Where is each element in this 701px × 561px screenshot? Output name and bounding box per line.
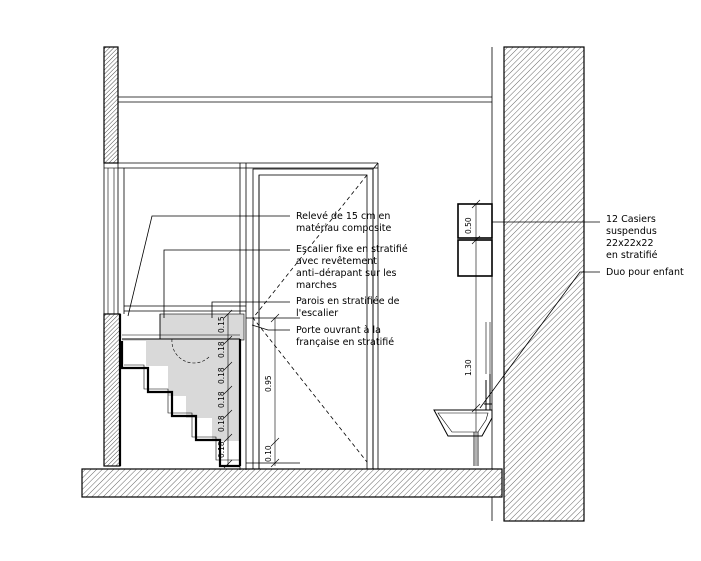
dim-casier: 0.50 (464, 217, 473, 234)
dim-releve: 0.15 (217, 316, 226, 333)
leader-lines (127, 215, 600, 409)
svg-text:Escalier fixe en stratifié: Escalier fixe en stratifié (296, 244, 408, 255)
annotation-parois: Parois en stratifiée de l'escalier (296, 296, 400, 319)
partition-frame (118, 162, 378, 470)
svg-text:matériau composite: matériau composite (296, 223, 391, 234)
svg-text:suspendus: suspendus (606, 226, 657, 237)
dim-door-base: 0.10 (264, 445, 273, 462)
svg-text:Parois en stratifiée de: Parois en stratifiée de (296, 296, 400, 307)
right-wall (491, 46, 585, 522)
annotation-escalier: Escalier fixe en stratifié avec revêteme… (296, 244, 408, 291)
svg-text:avec revêtement: avec revêtement (296, 256, 377, 267)
annotation-casiers: 12 Casiers suspendus 22x22x22 en stratif… (606, 214, 658, 261)
svg-text:française en stratifié: française en stratifié (296, 337, 394, 348)
annotation-releve: Relevé de 15 cm en matériau composite (296, 211, 391, 234)
svg-text:marches: marches (296, 280, 337, 291)
svg-text:anti–dérapant sur les: anti–dérapant sur les (296, 268, 397, 279)
ceiling (118, 96, 492, 103)
svg-text:22x22x22: 22x22x22 (606, 238, 654, 249)
annotation-porte: Porte ouvrant à la française en stratifi… (296, 325, 394, 348)
dim-duo: 1.30 (464, 359, 473, 376)
dim-step2: 0.18 (217, 367, 226, 384)
dim-door-height: 0.95 (264, 375, 273, 392)
svg-text:Relevé de 15 cm en: Relevé de 15 cm en (296, 211, 390, 222)
annotation-duo: Duo pour enfant (606, 267, 684, 278)
door-dimension-chain (270, 313, 280, 468)
svg-text:12 Casiers: 12 Casiers (606, 214, 656, 225)
casiers-lockers (457, 203, 493, 277)
floor-slab (81, 468, 503, 498)
svg-text:l'escalier: l'escalier (296, 308, 338, 319)
right-partition (485, 322, 491, 374)
door (246, 162, 379, 470)
dim-step4: 0.18 (217, 415, 226, 432)
duo-washbasin (433, 374, 493, 466)
svg-text:Porte ouvrant à la: Porte ouvrant à la (296, 325, 381, 336)
svg-text:Duo pour enfant: Duo pour enfant (606, 267, 684, 278)
dim-step3: 0.18 (217, 391, 226, 408)
dim-step5: 0.18 (217, 441, 226, 458)
svg-text:en stratifié: en stratifié (606, 250, 658, 261)
stair-block (118, 313, 245, 468)
dimension-labels: 0.15 0.18 0.18 0.18 0.18 0.18 0.95 0.10 … (217, 217, 473, 462)
dim-step1: 0.18 (217, 341, 226, 358)
left-wall (103, 46, 121, 467)
stair-dimension-chain (223, 309, 233, 469)
casier-dimension-chain (471, 199, 481, 466)
